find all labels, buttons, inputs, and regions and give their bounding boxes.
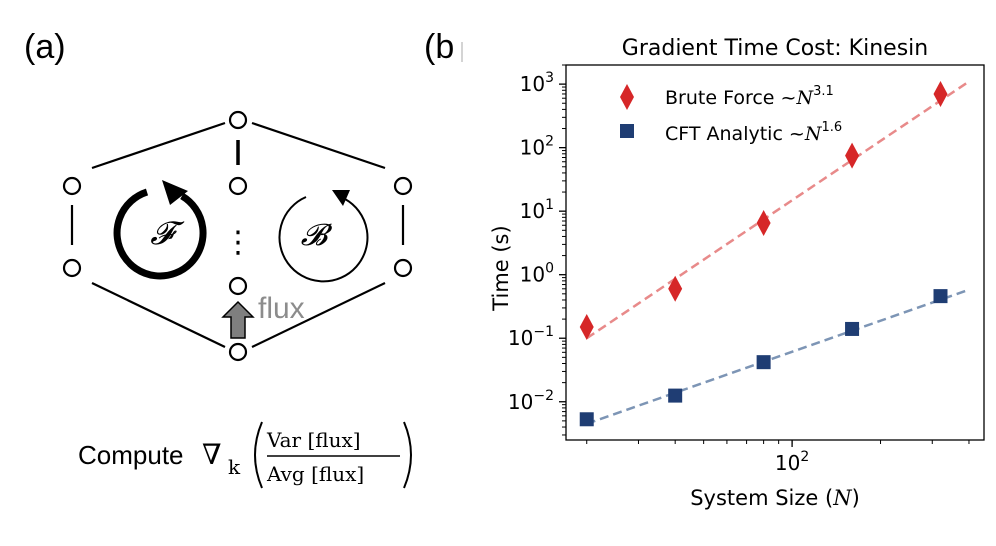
legend-brute-var: N (795, 87, 814, 109)
gradient-formula: Compute ∇ k Var [flux] Avg [flux] (78, 421, 412, 489)
node (228, 342, 248, 362)
flux-indicator: flux (221, 292, 305, 339)
data-point-diamond (845, 142, 860, 169)
x-axis-title-var: N (832, 486, 852, 510)
data-point-diamond (579, 314, 594, 341)
nabla-subscript: k (228, 455, 241, 479)
legend-entry-cft: CFT Analytic ~N1.6 (665, 120, 842, 145)
x-tick-label: 102 (775, 449, 809, 475)
legend: Brute Force ~N3.1 CFT Analytic ~N1.6 (620, 84, 842, 145)
data-point-square (579, 412, 594, 427)
edge-top-right (251, 121, 386, 170)
forward-symbol: 𝓕 (150, 214, 185, 252)
forward-cycle-arc (113, 188, 207, 280)
data-point-diamond (756, 210, 771, 237)
legend-entry-brute-force: Brute Force ~N3.1 (665, 84, 834, 109)
edge-bottom-right (251, 282, 386, 348)
legend-cft-text: CFT Analytic ~ (665, 123, 805, 145)
node (228, 176, 248, 196)
backward-cycle: 𝓑 (278, 190, 369, 283)
data-point-square (845, 321, 860, 336)
flux-arrow-icon (221, 300, 255, 339)
edge-bottom-left (91, 282, 226, 348)
y-tick-label: 101 (520, 197, 554, 223)
backward-arrow-head-icon (332, 190, 350, 206)
legend-brute-exp: 3.1 (813, 84, 834, 99)
data-point-square (933, 289, 948, 304)
network-nodes (62, 110, 413, 362)
fit-line-square (586, 288, 970, 425)
legend-square-marker (620, 124, 634, 138)
x-axis-title: System Size (N) (690, 486, 860, 510)
node (393, 176, 413, 196)
panel-a: (a) ⋮ 𝓕 (24, 28, 413, 489)
x-axis-title-close: ) (852, 486, 860, 510)
y-axis-title: Time (s) (489, 225, 513, 311)
forward-arrow-head-icon (162, 180, 188, 205)
fit-line-diamond (586, 80, 970, 340)
edge-top-left (91, 121, 226, 170)
panel-a-label: (a) (24, 28, 66, 66)
legend-cft-exp: 1.6 (821, 120, 842, 135)
ellipsis: ⋮ (223, 225, 253, 260)
y-tick-label: 100 (520, 261, 554, 287)
y-tick-label: 10−2 (508, 388, 554, 414)
plot-frame (565, 64, 985, 441)
data-point-diamond (933, 80, 948, 107)
network-edges (70, 121, 405, 348)
x-axis-title-text: System Size ( (690, 486, 833, 510)
chart-title: Gradient Time Cost: Kinesin (622, 36, 928, 61)
data-point-diamond (668, 275, 683, 302)
panel-b: (b Gradient Time Cost: Kinesin Time (s) … (424, 28, 985, 510)
data-point-square (668, 388, 683, 403)
flux-label: flux (258, 292, 305, 325)
right-paren (403, 421, 412, 489)
formula-numerator: Var [flux] (266, 428, 361, 452)
legend-brute-text: Brute Force ~ (665, 87, 796, 109)
backward-cycle-arc (278, 196, 369, 283)
legend-diamond-marker (620, 84, 634, 110)
panel-b-label: (b (424, 28, 454, 66)
data-point-square (756, 355, 771, 370)
plot-area: 10−2 10−1 100 101 102 103 102 (508, 64, 985, 475)
formula-denominator: Avg [flux] (266, 462, 364, 486)
y-tick-label: 103 (520, 70, 554, 96)
formula-prefix: Compute (78, 440, 184, 470)
node (228, 276, 248, 296)
forward-cycle: 𝓕 (113, 180, 207, 280)
y-tick-label: 102 (520, 134, 554, 160)
node (228, 110, 248, 130)
backward-symbol: 𝓑 (301, 218, 333, 253)
node (62, 258, 82, 278)
y-tick-label: 10−1 (508, 324, 554, 350)
nabla-symbol: ∇ (202, 438, 222, 471)
left-paren (254, 421, 263, 489)
node (393, 258, 413, 278)
node (62, 176, 82, 196)
legend-cft-var: N (804, 123, 823, 145)
